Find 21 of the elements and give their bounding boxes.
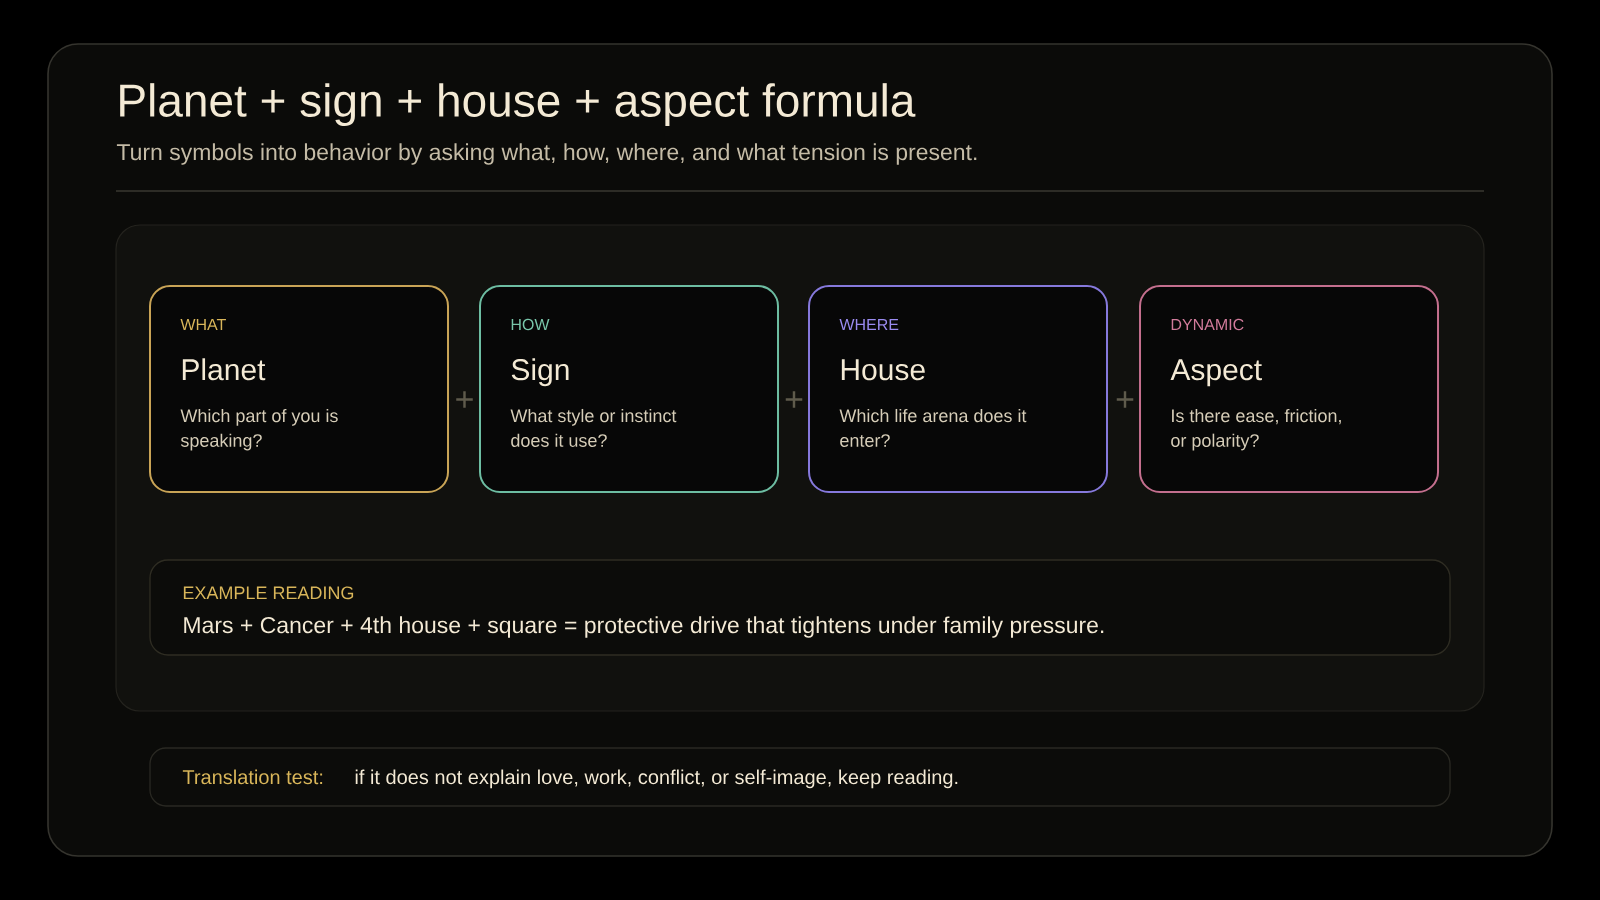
card-description: What style or instinct does it use?	[510, 408, 677, 447]
category-label: HOW	[511, 318, 550, 331]
plus-sign: +	[1116, 391, 1134, 408]
category-label: WHAT	[180, 319, 226, 330]
plus-sign: +	[785, 391, 803, 408]
category-label: DYNAMIC	[1171, 318, 1244, 331]
section-label: EXAMPLE READING	[183, 586, 354, 600]
card-description: Is there ease, friction, or polarity?	[1171, 408, 1341, 451]
note-label: Translation test:	[182, 769, 323, 785]
card-description: Which life arena does it enter?	[839, 408, 1027, 447]
example-text: Mars + Cancer + 4th house + square = protective drive that tightens under family pressure.	[184, 616, 1104, 638]
plus-sign: +	[456, 391, 473, 408]
note-text: if it does not explain love, work, conflict, or self-image, keep reading.	[355, 769, 958, 789]
card-title: House	[841, 359, 925, 381]
subtitle: Turn symbols into behavior by asking what, how, where, and what tension is present.	[116, 143, 977, 165]
card-title: Aspect	[1170, 359, 1262, 387]
card-title: Sign	[511, 358, 569, 387]
title: Planet + sign + house + aspect formula	[120, 83, 916, 127]
card-description: Which part of you is speaking?	[180, 408, 338, 451]
category-label: WHERE	[839, 319, 899, 330]
card-title: Planet	[182, 358, 266, 381]
